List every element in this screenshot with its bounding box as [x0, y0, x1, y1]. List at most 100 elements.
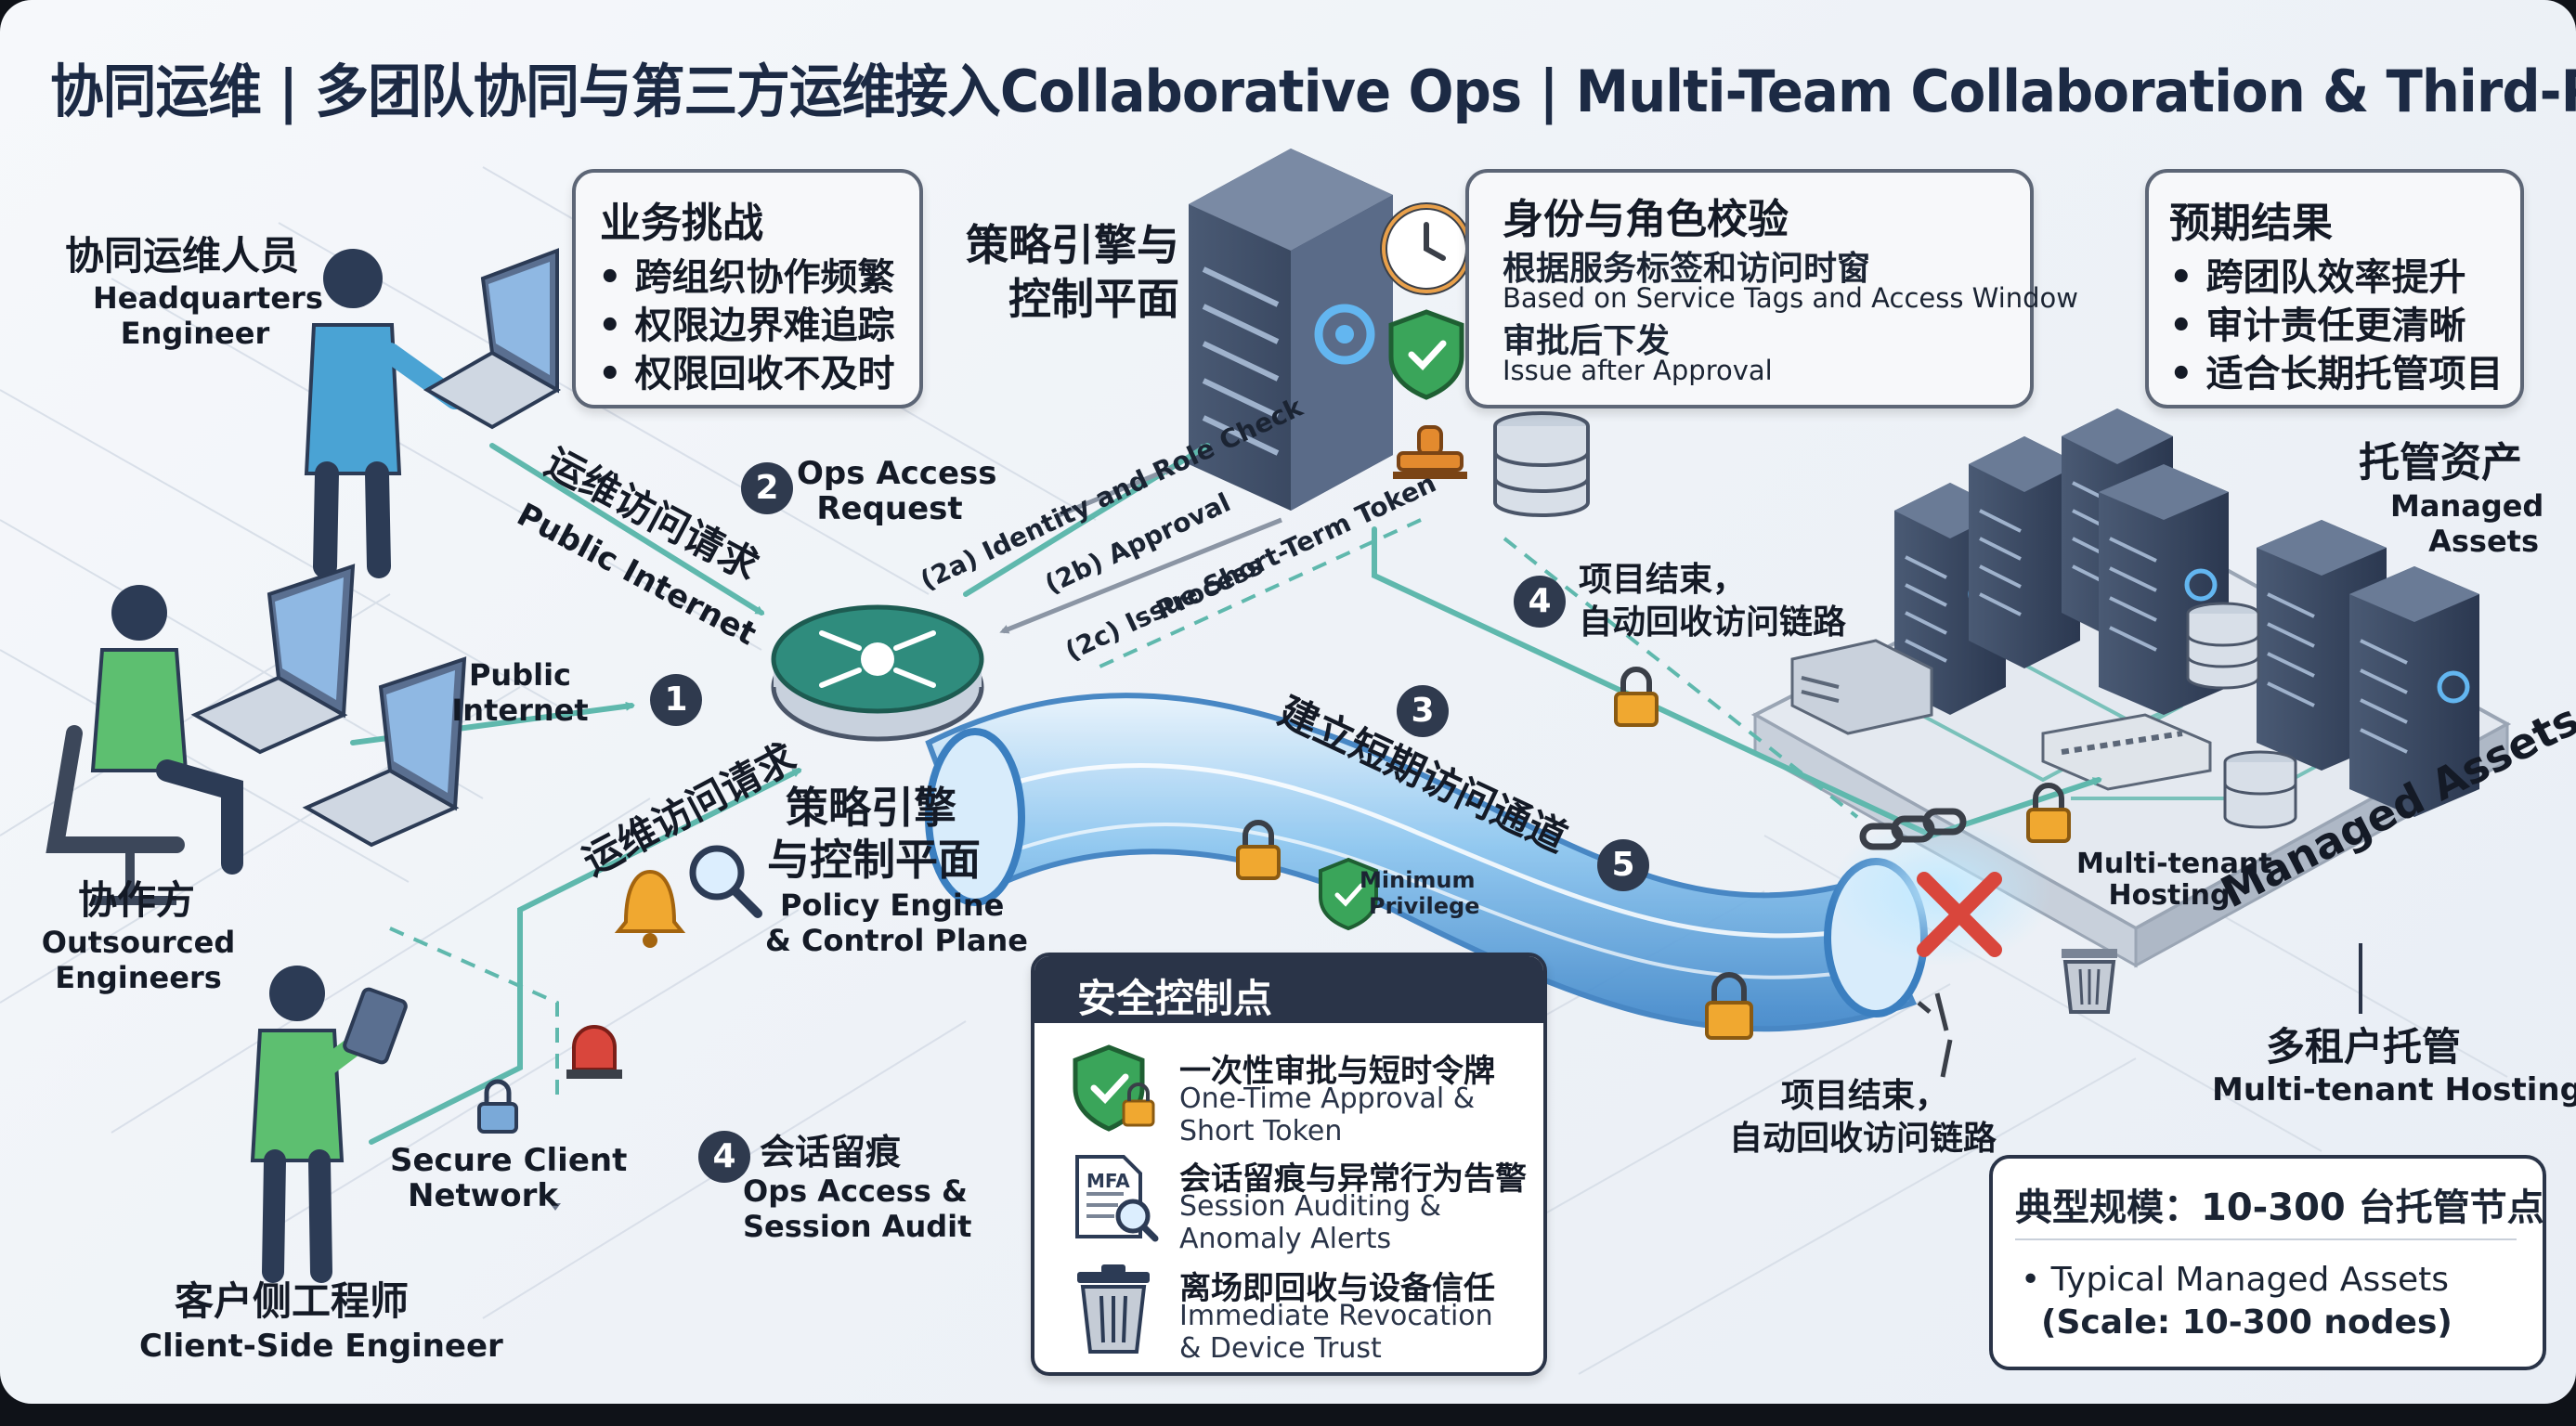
step-4-badge-audit: 4: [698, 1131, 750, 1183]
minimum-privilege-shield-icon: [1319, 857, 1378, 931]
policy-engine-center-zh-2: 与控制平面: [767, 835, 981, 885]
scale-line-2: (Scale: 10-300 nodes): [2041, 1303, 2452, 1342]
scale-divider: [2015, 1238, 2517, 1240]
secure-client-network-label-1: Secure Client: [390, 1142, 628, 1179]
padlock-icons: [477, 667, 2071, 1134]
security-item-2-zh: 会话留痕与异常行为告警: [1179, 1160, 1527, 1198]
mfa-document-icon: [1075, 1155, 1159, 1242]
bell-alert-icon: [614, 869, 686, 948]
clock-icon: [1380, 202, 1473, 295]
response-flow-lines: [999, 466, 1282, 634]
search-magnifier-icon: [689, 845, 762, 918]
revoke-x-icon: [1917, 872, 2002, 957]
security-item-2-en-2: Anomaly Alerts: [1179, 1223, 1392, 1255]
session-audit-en-label-1: Ops Access &: [743, 1173, 968, 1209]
result-item: • 审计责任更清晰: [2169, 305, 2466, 347]
identity-line1-en: Based on Service Tags and Access Window: [1503, 282, 2079, 314]
security-item-3-en-2: & Device Trust: [1179, 1332, 1382, 1365]
policy-engine-center-zh-1: 策略引擎: [786, 783, 956, 833]
security-item-3-en-1: Immediate Revocation: [1179, 1300, 1493, 1332]
policy-engine-top-label-1: 策略引擎与: [966, 220, 1179, 270]
outsourced-engineer-figure: [46, 564, 467, 905]
client-engineer-en-label: Client-Side Engineer: [139, 1328, 503, 1365]
security-item-3-zh: 离场即回收与设备信任: [1179, 1270, 1495, 1307]
secure-client-network-label-2: Network: [408, 1177, 558, 1214]
step-1-badge: 1: [650, 674, 702, 726]
minimum-privilege-label-1: Minimum: [1360, 867, 1476, 893]
session-audit-zh-label: 会话留痕: [760, 1132, 902, 1173]
project-end-bottom-label-1: 项目结束，: [1781, 1077, 1949, 1115]
policy-engine-server: [1189, 149, 1393, 511]
alarm-light-icon: [566, 1025, 622, 1079]
security-controls-header: 安全控制点: [1034, 956, 1543, 1023]
multitenant-small-label-2: Hosting: [2108, 879, 2231, 912]
multitenant-zh-label: 多租户托管: [2266, 1024, 2462, 1070]
security-item-2-en-1: Session Auditing &: [1179, 1190, 1441, 1223]
scale-title: 典型规模：10-300 台托管节点: [2015, 1186, 2544, 1229]
policy-engine-center-en-1: Policy Engine: [780, 888, 1005, 923]
hq-engineer-zh-label: 协同运维人员: [65, 233, 300, 279]
chain-link-icon: [1859, 808, 1967, 850]
policy-engine-top-label-2: 控制平面: [1008, 274, 1179, 324]
identity-title: 身份与角色校验: [1503, 196, 1789, 243]
mfa-label: MFA: [1086, 1170, 1130, 1192]
security-item-1-zh: 一次性审批与短时令牌: [1179, 1053, 1495, 1090]
security-controls-panel: 安全控制点 一次性审批与短时令牌 One-Time Approval & Sho…: [1031, 953, 1547, 1376]
project-end-bottom-label-2: 自动回收访问链路: [1729, 1120, 1997, 1158]
challenges-title: 业务挑战: [600, 200, 763, 247]
session-audit-en-label-2: Session Audit: [743, 1209, 972, 1244]
revocation-flow-lines: [389, 518, 1859, 1095]
result-item: • 跨团队效率提升: [2169, 256, 2466, 299]
typical-scale-panel: 典型规模：10-300 台托管节点 • Typical Managed Asse…: [1989, 1155, 2546, 1370]
result-item: • 适合长期托管项目: [2169, 353, 2504, 395]
ops-access-request-label-1: Ops Access: [797, 455, 997, 492]
step-4-badge-top: 4: [1514, 576, 1566, 628]
multitenant-en-label: Multi-tenant Hosting: [2212, 1071, 2576, 1108]
policy-engine-center-en-2: & Control Plane: [765, 923, 1028, 958]
public-internet-label-1: Public: [468, 657, 572, 693]
identity-line1-zh: 根据服务标签和访问时窗: [1503, 250, 1871, 288]
project-end-top-label-1: 项目结束，: [1579, 561, 1747, 599]
shield-check-icon: [1388, 309, 1464, 400]
outsourced-en-label-2: Engineers: [55, 960, 222, 995]
step-3-badge: 3: [1397, 685, 1449, 737]
hq-engineer-en-label-1: Headquarters: [93, 280, 323, 316]
multitenant-small-label-1: Multi-tenant: [2076, 848, 2272, 880]
identity-line2-en: Issue after Approval: [1503, 355, 1773, 386]
challenge-item: • 权限边界难追踪: [598, 305, 895, 347]
managed-assets-en-label-1: Managed: [2390, 488, 2544, 524]
public-internet-label-2: Internet: [451, 693, 589, 728]
managed-assets-en-label-2: Assets: [2428, 524, 2539, 559]
server-rack-group: [1790, 408, 2479, 817]
hq-engineer-figure: [304, 248, 562, 578]
minimum-privilege-label-2: Privilege: [1369, 893, 1480, 919]
ops-access-request-label-2: Request: [816, 490, 963, 527]
security-item-1-en-1: One-Time Approval &: [1179, 1082, 1476, 1115]
broken-chain-icon: [1917, 992, 1953, 1078]
trash-can-icon: [2062, 949, 2117, 1014]
client-engineer-zh-label: 客户侧工程师: [175, 1278, 410, 1324]
client-engineer-figure: [250, 966, 408, 1283]
results-title: 预期结果: [2169, 200, 2333, 247]
security-controls-title: 安全控制点: [1077, 976, 1273, 1021]
managed-assets-zh-label: 托管资产: [2359, 439, 2522, 486]
hq-engineer-en-label-2: Engineer: [120, 316, 270, 351]
business-challenges-panel: 业务挑战 • 跨组织协作频繁 • 权限边界难追踪 • 权限回收不及时: [572, 169, 923, 408]
page-title: 协同运维 | 多团队协同与第三方运维接入Collaborative Ops | …: [50, 58, 2576, 125]
security-item-1-en-2: Short Token: [1179, 1115, 1343, 1147]
identity-role-panel: 身份与角色校验 根据服务标签和访问时窗 Based on Service Tag…: [1465, 169, 2078, 408]
step-2-badge: 2: [741, 462, 793, 514]
scale-line-1: • Typical Managed Assets: [2021, 1261, 2449, 1299]
identity-line2-zh: 审批后下发: [1503, 322, 1671, 360]
router-hub-icon: [771, 604, 984, 742]
revocation-trash-icon: [1077, 1264, 1150, 1354]
expected-results-panel: 预期结果 • 跨团队效率提升 • 审计责任更清晰 • 适合长期托管项目: [2145, 169, 2524, 408]
step-5-badge: 5: [1597, 839, 1649, 891]
approval-shield-lock-icon: [1073, 1044, 1155, 1132]
outsourced-en-label-1: Outsourced: [41, 925, 236, 960]
approval-stamp-icon: [1393, 425, 1467, 479]
database-icons: [1493, 411, 2297, 829]
project-end-top-label-2: 自动回收访问链路: [1579, 603, 1847, 642]
